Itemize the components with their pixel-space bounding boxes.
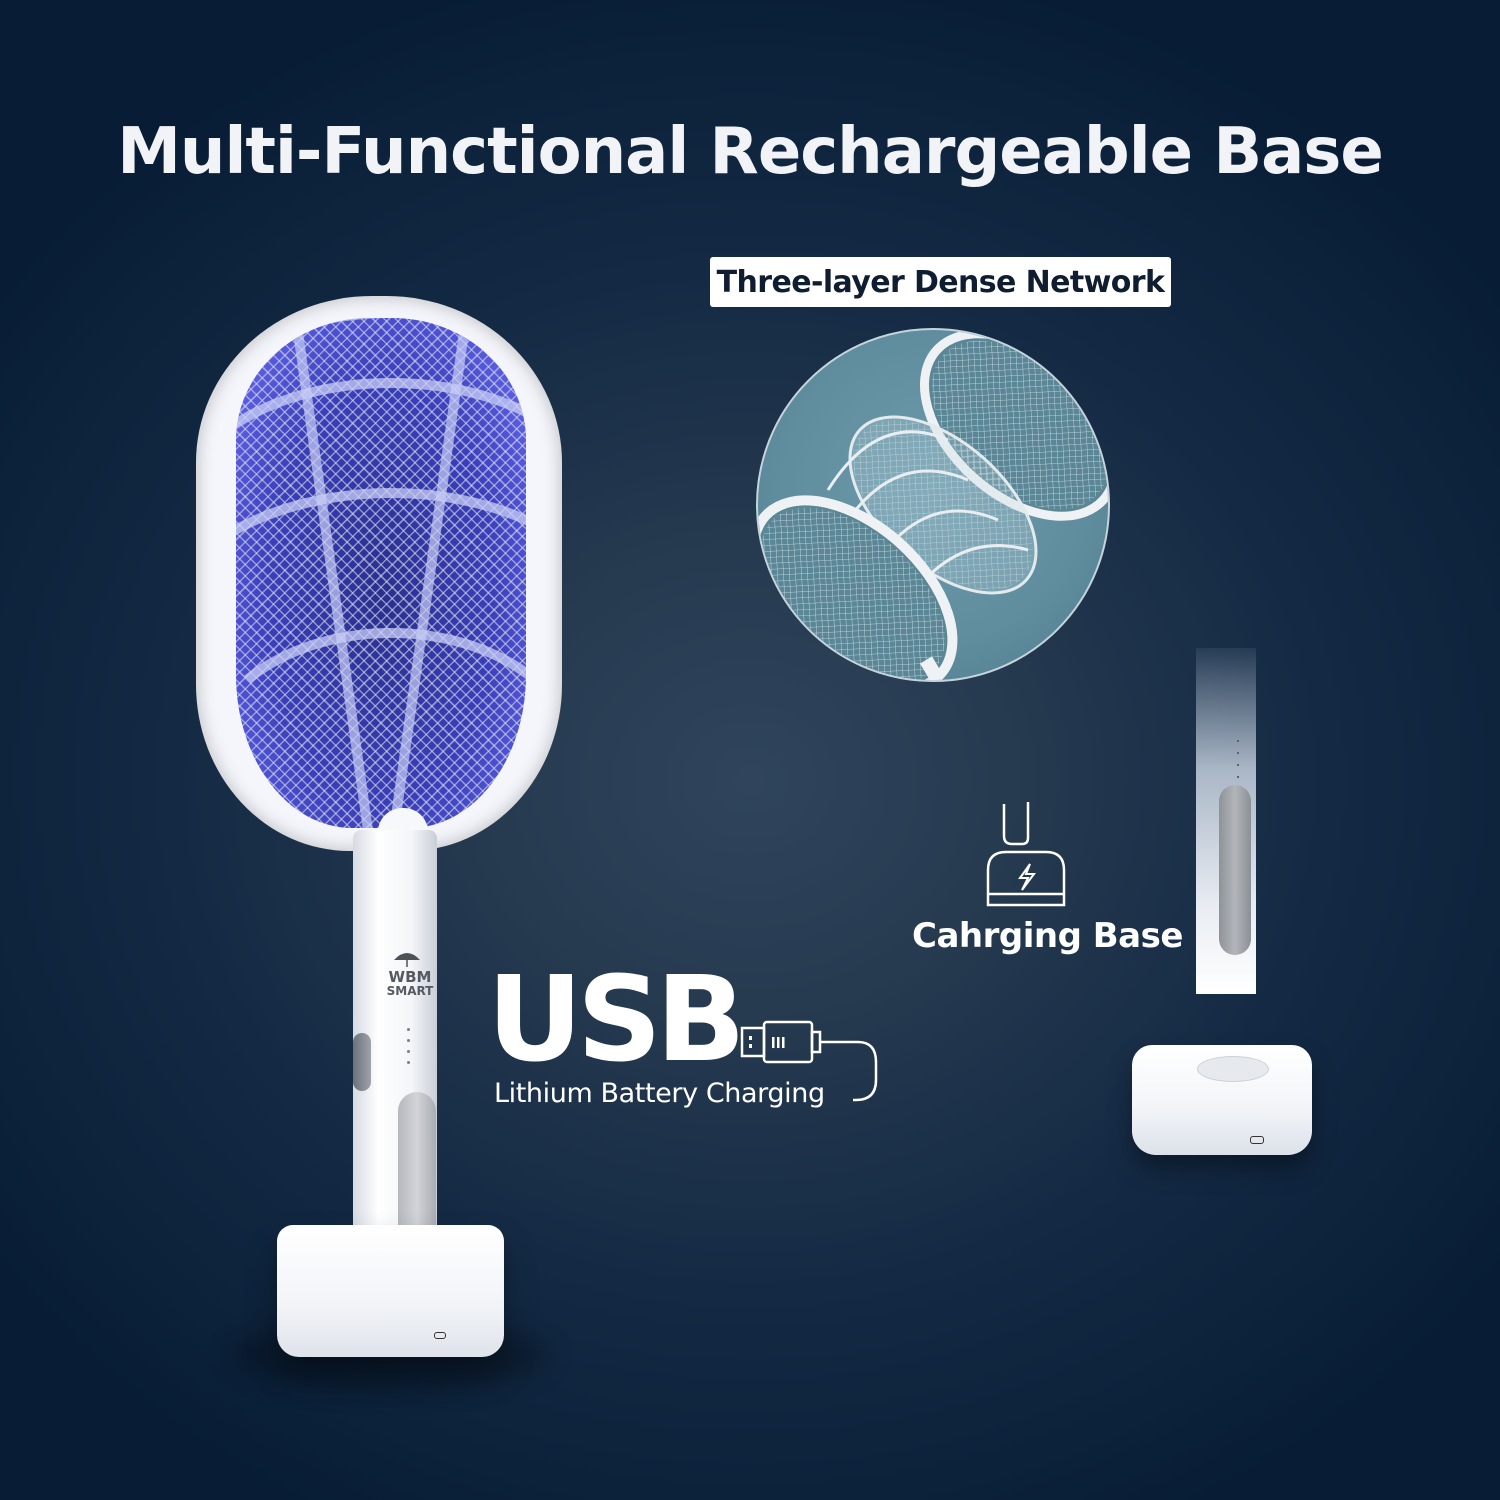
detached-handle-grip [1219,785,1251,955]
umbrella-icon [394,953,420,967]
brand-logo: WBM SMART [385,968,435,999]
usb-c-port-icon [434,1332,446,1339]
racket-mesh [236,318,526,828]
usb-headline: USB [487,950,746,1088]
page-title: Multi-Functional Rechargeable Base [117,114,1384,189]
mesh-closeup-image [756,328,1110,682]
brand-subname: SMART [386,984,434,998]
handle-led-indicator [1236,730,1240,788]
left-charging-base [277,1225,504,1357]
charging-base-icon [986,802,1066,907]
usb-c-port-icon [1250,1136,1264,1144]
mesh-feature-badge: Three-layer Dense Network [710,257,1171,307]
usb-cable-icon [740,1020,878,1102]
usb-subtitle: Lithium Battery Charging [494,1078,825,1109]
power-switch [353,1033,371,1091]
battery-led-indicator [405,1020,411,1072]
charging-base-label: Cahrging Base [912,916,1183,956]
three-layer-mesh-illustration [758,330,1108,680]
mesh-feature-label: Three-layer Dense Network [716,264,1165,300]
base-socket [1197,1056,1269,1082]
brand-name: WBM [388,968,432,986]
